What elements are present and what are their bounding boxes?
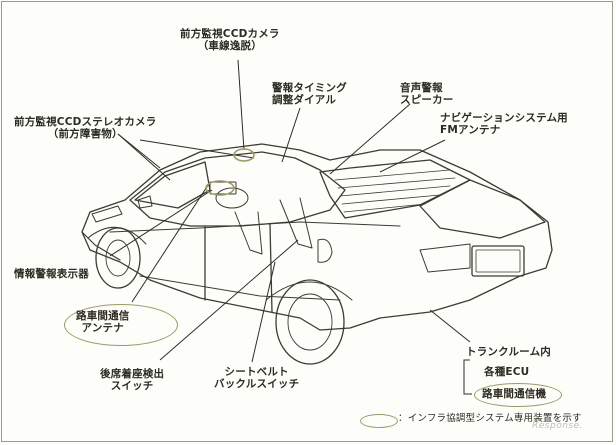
rear-wheel [275, 279, 345, 365]
label-stereo-camera: 前方監視CCDステレオカメラ （前方障害物） [14, 116, 157, 140]
infra-mark-dash [205, 180, 235, 196]
watermark: Response. [532, 421, 583, 431]
side-sill [139, 275, 341, 301]
leader-seatbelt [251, 261, 276, 363]
leader-stereo-2 [117, 133, 171, 181]
door-line-rear [269, 223, 273, 313]
belt-line [109, 221, 401, 233]
label-alert-timing-dial: 警報タイミング 調整ダイアル [272, 82, 347, 106]
steering-wheel [215, 187, 249, 209]
leader-info-display [109, 189, 213, 257]
side-mirror [137, 195, 153, 209]
label-trunk-room: トランクルーム内 [466, 346, 551, 358]
cabin-outline [129, 151, 346, 227]
label-voice-alarm-speaker: 音声警報 スピーカー [400, 82, 454, 106]
leader-dial [281, 107, 301, 163]
infra-oval-rv-antenna [64, 304, 178, 346]
leader-stereo-3 [139, 139, 255, 159]
infra-oval-comm-unit [474, 383, 562, 407]
leader-rv-antenna [131, 181, 211, 303]
license-plate [471, 245, 525, 277]
fuel-door [317, 238, 333, 263]
leader-rear-seat [159, 239, 299, 361]
label-front-ccd-camera: 前方監視CCDカメラ （車線逸脱） [180, 28, 280, 52]
leader-trunk [429, 309, 471, 343]
display-unit [209, 181, 237, 195]
legend-note: ：インフラ協調型システム専用装置を示す [398, 413, 582, 424]
trunk-bracket [463, 359, 472, 395]
label-nav-fm-antenna: ナビゲーションシステム用 FMアンテナ [440, 112, 568, 136]
rear-window [319, 159, 471, 219]
leader-speaker [329, 103, 411, 175]
seat-front [234, 211, 263, 255]
label-road-vehicle-comm-unit: 路車間通信機 [482, 388, 547, 400]
defroster-lines [334, 169, 456, 213]
leader-front-ccd [237, 59, 245, 151]
headlight [91, 205, 123, 223]
legend-oval-icon [360, 414, 398, 428]
label-various-ecu: 各種ECU [484, 366, 530, 378]
trunk-lid [419, 179, 546, 239]
label-road-vehicle-antenna: 路車間通信 アンテナ [76, 310, 130, 334]
front-wheel [95, 227, 141, 289]
label-rear-seat-switch: 後席着座検出 スイッチ [100, 368, 165, 392]
label-seatbelt-buckle-switch: シートベルト バックルスイッチ [214, 366, 300, 390]
car-body-outline [81, 143, 553, 331]
infra-mark-roof [233, 148, 255, 162]
tail-light [419, 243, 471, 273]
seat-rear [279, 197, 313, 249]
leader-fm-antenna [379, 139, 446, 173]
label-info-alarm-display: 情報警報表示器 [14, 268, 89, 280]
windshield [134, 161, 211, 209]
